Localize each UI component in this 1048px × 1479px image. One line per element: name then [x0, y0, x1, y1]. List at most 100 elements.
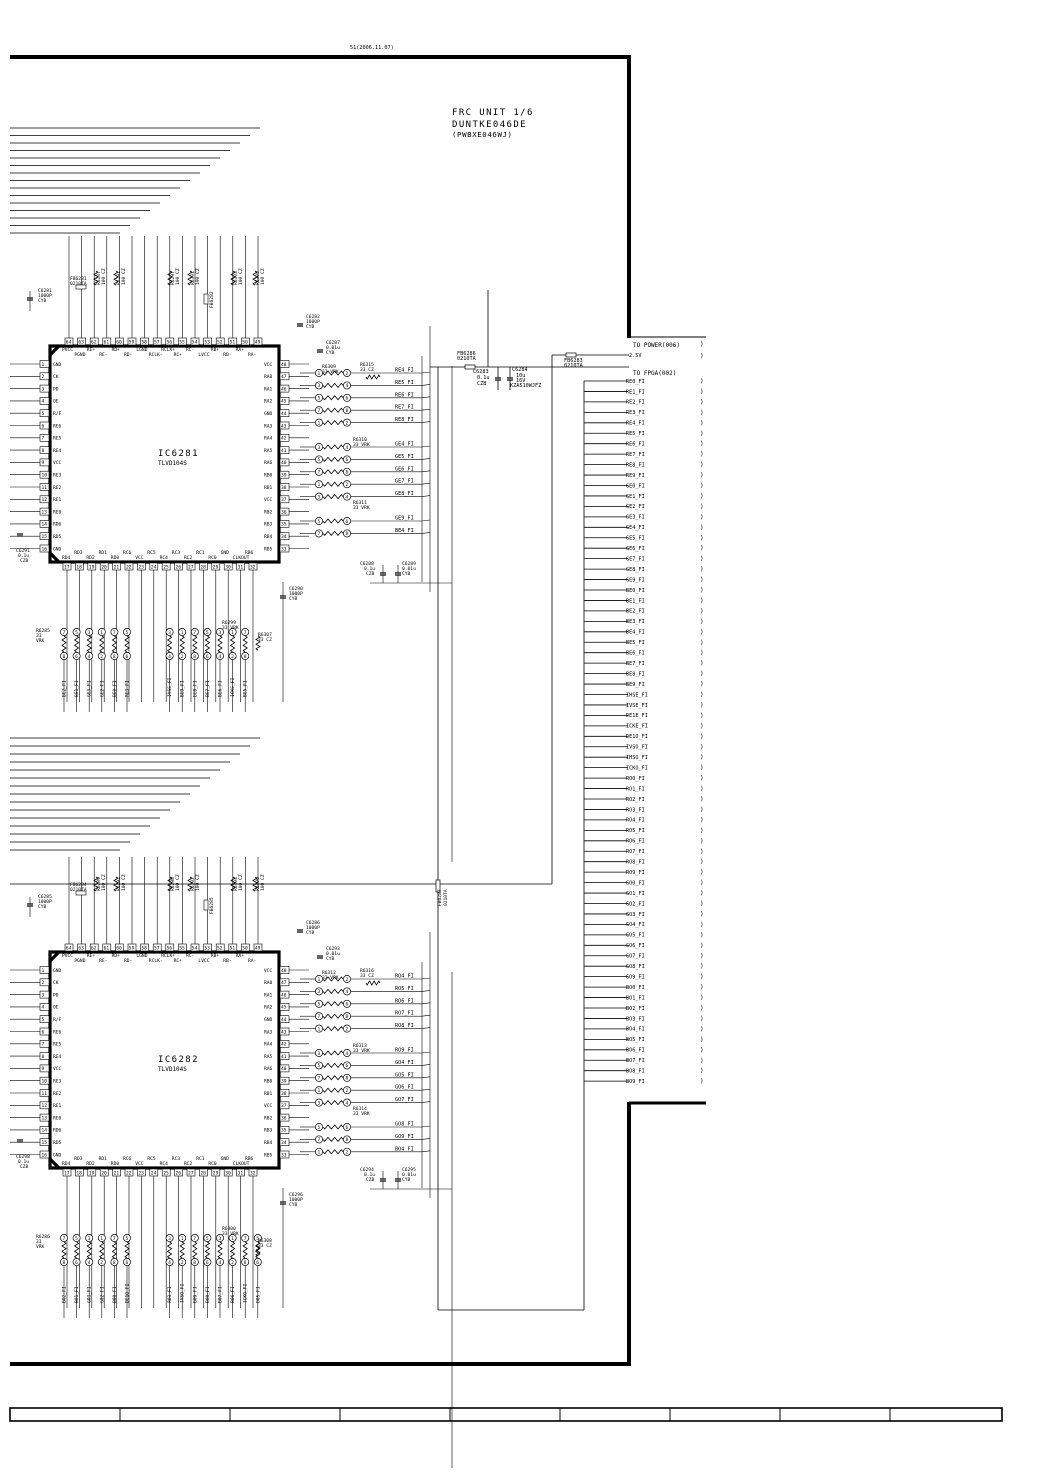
connector-bracket: ) [700, 692, 704, 699]
resistor-symbol [322, 456, 344, 463]
pin-node-number: 8 [346, 1076, 349, 1082]
fpga-signal-label: GE8_FI [626, 567, 645, 573]
pin-label: RA- [248, 958, 256, 964]
resistor-ref: R6289 [96, 877, 102, 891]
connector-bracket: ) [700, 974, 704, 981]
output-signal-label: BE2_FI [62, 680, 68, 697]
pin-node-number: 1 [181, 1236, 184, 1242]
resistor-symbol [322, 481, 344, 487]
pin-node-number: 4 [346, 445, 349, 451]
pin-label: GND [221, 1156, 230, 1162]
pin-node: 8 [110, 652, 119, 660]
pin-node: 4 [85, 652, 94, 660]
connector-bracket: ) [700, 733, 704, 740]
pin-number: 15 [42, 1140, 48, 1146]
pin-node: 5 [315, 1061, 323, 1070]
pin-node: 8 [343, 467, 351, 476]
capacitor-symbol [507, 377, 513, 381]
pin-node-number: 3 [318, 494, 321, 500]
pin-node-number: 3 [318, 383, 321, 389]
fpga-signal-label: BE9_FI [626, 682, 645, 688]
pin-node: 7 [190, 628, 199, 636]
fpga-signal-label: BE7_FI [626, 661, 645, 667]
capacitor-ref: C6294 [360, 1167, 374, 1173]
capacitor-value: 0.01u [326, 345, 340, 351]
pin-node: 8 [190, 652, 199, 660]
c6283-ref: C6283 [473, 369, 489, 375]
capacitor-ref: C6287 [326, 340, 340, 346]
pin-node: 3 [315, 443, 323, 451]
pin-node: 7 [60, 1234, 68, 1242]
fpga-connector-label: TO FPGA(002) [633, 370, 676, 377]
pin-node-number: 3 [318, 989, 321, 995]
resistor-symbol [217, 1241, 223, 1259]
pin-label: RC1 [196, 550, 205, 556]
fpga-signal-label: GE9_FI [626, 577, 645, 583]
pin-node: 3 [165, 628, 174, 636]
connector-bracket: ) [700, 493, 704, 500]
resistor-symbol [322, 419, 344, 426]
pin-number: 16 [42, 1152, 48, 1158]
pin-node: 7 [241, 1234, 250, 1242]
resistor-symbol [322, 1149, 344, 1155]
pin-node-number: 8 [244, 654, 247, 660]
resistor-value: 33 CZ [360, 973, 374, 979]
pin-label: VCC [53, 460, 62, 466]
pin-node-number: 8 [346, 470, 349, 476]
pin-number: 51 [230, 339, 236, 345]
pin-node-number: 1 [181, 630, 184, 636]
connector-bracket: ) [700, 806, 704, 813]
pin-node-number: 6 [75, 654, 78, 660]
resistor-ref: R6291 [116, 271, 122, 285]
pin-node-number: 8 [113, 654, 116, 660]
pin-node-number: 1 [318, 420, 321, 426]
pin-node: 7 [241, 628, 250, 636]
pin-node: 5 [315, 393, 323, 402]
fpga-signal-label: DE1O_FI [626, 734, 648, 740]
connector-bracket: ) [700, 430, 704, 437]
connector-bracket: ) [700, 953, 704, 960]
output-signal-label: BE0_FI [112, 680, 118, 697]
fpga-signal-label: GO1_FI [626, 891, 645, 897]
resistor-symbol [124, 1241, 130, 1259]
capacitor-ref: C6296 [289, 1192, 303, 1198]
pin-number: 24 [151, 564, 157, 570]
c6284-type: KZA510WJFZ [510, 383, 541, 389]
pin-number: 59 [129, 945, 135, 951]
pin-number: 64 [66, 945, 72, 951]
resistor-symbol [322, 1001, 344, 1007]
pin-number: 8 [42, 1054, 45, 1060]
pin-number: 51 [230, 945, 236, 951]
pin-label: GND [53, 362, 62, 368]
pin-label: PGND [74, 352, 85, 358]
pin-node: 1 [315, 975, 323, 983]
resistor-symbol [111, 1241, 118, 1259]
pin-number: 58 [141, 945, 147, 951]
resistor-symbol [99, 1241, 105, 1259]
connector-bracket: ) [700, 765, 704, 772]
resistor-symbol [124, 635, 130, 653]
pin-node: 4 [343, 443, 351, 451]
connector-bracket: ) [700, 409, 704, 416]
resnet-ref: R6314 [353, 1106, 367, 1112]
resistor-symbol [86, 1241, 92, 1259]
ferrite-bead [75, 284, 87, 290]
pin-node: 6 [203, 1258, 212, 1266]
pin-node: 7 [315, 1073, 323, 1082]
output-signal-label: GO3_FI [87, 1286, 93, 1303]
ic-part: TLVD104S [158, 460, 187, 467]
fpga-signal-label: RO7_FI [626, 849, 645, 855]
pin-node: 7 [110, 1234, 119, 1242]
pin-label: GND [264, 411, 273, 417]
pin-label: RE1 [53, 1103, 62, 1109]
ferrite-ref: FB6285 [209, 897, 215, 914]
connector-bracket: ) [700, 388, 704, 395]
fpga-signal-label: BO9_FI [626, 1079, 645, 1085]
resistor-symbol [322, 407, 344, 413]
resistor-value: 100 CZ [260, 874, 266, 891]
capacitor-symbol [17, 533, 23, 537]
pin-node: 1 [228, 628, 237, 636]
pin-label: RE0 [53, 509, 62, 515]
capacitor-type: CYB [402, 1177, 411, 1183]
pin-number: 19 [89, 1170, 95, 1176]
